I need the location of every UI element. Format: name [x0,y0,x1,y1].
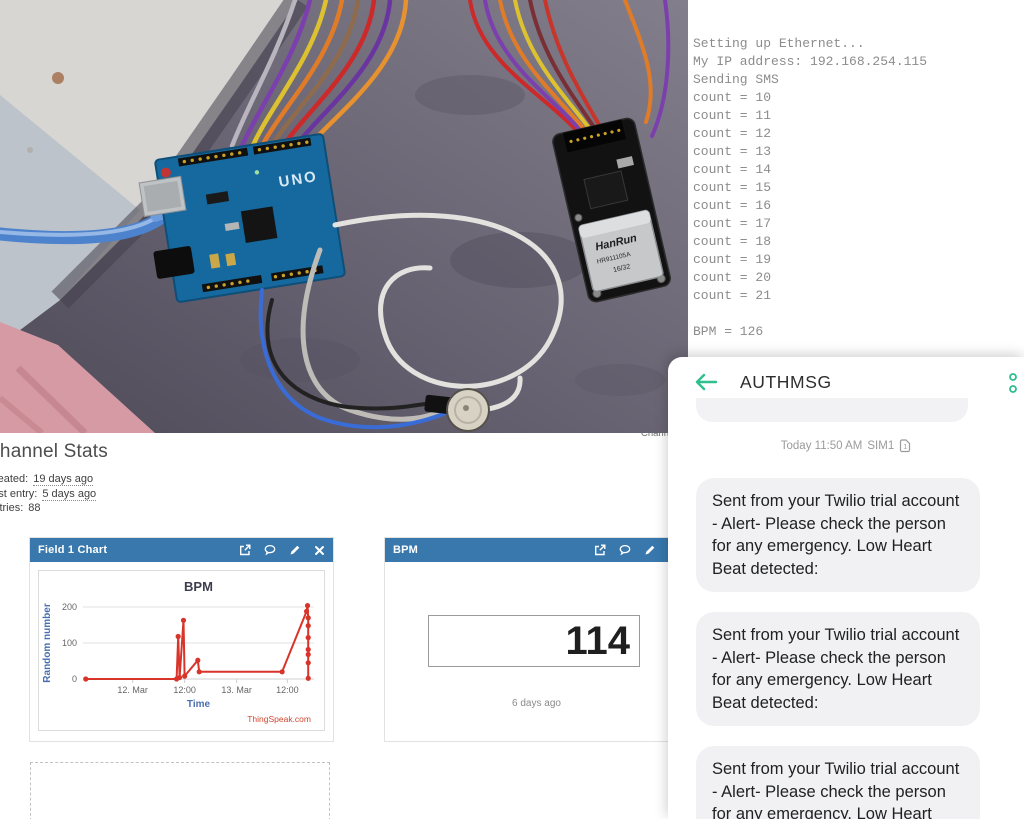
widget-header: Field 1 Chart [30,538,333,562]
stat-value: 19 days ago [33,473,94,486]
channel-stats-section: Channel Stats Created: 19 days agoLast en… [0,441,216,516]
svg-text:100: 100 [62,638,77,648]
board-label: UNO [277,168,319,191]
widget-title: Field 1 Chart [38,544,108,556]
svg-text:1: 1 [903,444,907,451]
svg-text:13. Mar: 13. Mar [221,685,252,695]
channel-stats-list: Created: 19 days agoLast entry: 5 days ago… [0,472,216,516]
open-in-new-icon[interactable] [594,544,606,556]
back-arrow-icon[interactable] [694,373,718,391]
console-line: count = 12 [693,126,772,141]
console-line: count = 11 [693,108,772,123]
svg-text:12:00: 12:00 [276,685,299,695]
bpm-line-chart: 0 100 200 12. Mar 12:00 13. Mar 12:00 BPM Random… [38,570,325,731]
stat-label: Entries: [0,502,24,514]
conversation-title: AUTHMSG [740,371,832,392]
console-line: count = 20 [693,270,772,285]
serial-console[interactable]: Setting up Ethernet... My IP address: 192… [688,0,1024,357]
ethernet-module: HanRun HR911105A 16/32 [552,117,671,303]
widget-title: BPM [393,544,419,556]
empty-widget-placeholder [30,762,330,819]
comment-icon[interactable] [619,544,631,556]
timestamp-label: Today 11:50 AM [780,440,863,452]
svg-text:0: 0 [72,674,77,684]
field1-chart-widget: Field 1 Chart 0 100 200 12. Mar 12:00 13. Mar… [30,538,333,741]
console-line: Setting up Ethernet... [693,36,865,51]
power-jack [153,246,195,279]
stat-label: Last entry: [0,487,38,500]
bpm-age-label: 6 days ago [512,698,561,709]
comment-icon[interactable] [264,544,276,556]
svg-text:12:00: 12:00 [173,685,196,695]
sms-app-panel: AUTHMSG Today 11:50 AM SIM1 1 Sent from … [668,357,1024,819]
console-line: count = 15 [693,180,772,195]
console-line: count = 13 [693,144,772,159]
timestamp-row: Today 11:50 AM SIM1 1 [668,439,1024,453]
sms-message-bubble[interactable]: Sent from your Twilio trial account - Al… [696,612,980,726]
chart-canvas: 0 100 200 12. Mar 12:00 13. Mar 12:00 BPM Random… [42,579,314,724]
partial-message-bubble [696,398,968,422]
console-line: count = 19 [693,252,772,267]
console-line: BPM = 126 [693,324,764,339]
stat-value: 88 [28,502,41,514]
sms-header: AUTHMSG [668,357,1024,407]
console-line [693,341,1024,357]
arduino-hardware-photo: UNO [0,0,688,433]
console-output: Setting up Ethernet... My IP address: 192… [693,35,1024,357]
console-line: count = 10 [693,90,772,105]
svg-text:12. Mar: 12. Mar [117,685,148,695]
widget-toolbar [239,538,325,562]
console-line: count = 17 [693,216,772,231]
sim-card-icon: 1 [900,439,911,453]
console-line: Sending SMS [693,72,779,87]
rj45-jack: HanRun HR911105A 16/32 [578,209,664,293]
edit-pencil-icon[interactable] [289,544,301,556]
channel-stat-row: Last entry: 5 days ago [0,487,216,502]
svg-text:BPM: BPM [184,579,213,594]
channel-stats-title: Channel Stats [0,441,108,462]
svg-text:Time: Time [187,699,211,710]
console-line: count = 14 [693,162,772,177]
stat-value: 5 days ago [42,487,97,501]
open-in-new-icon[interactable] [239,544,251,556]
bpm-value: 114 [428,615,640,667]
ethernet-sub-label: 16/32 [612,263,631,274]
close-icon[interactable] [314,545,325,556]
sim-label: SIM1 [867,440,895,452]
bpm-number-widget: BPM 114 6 days ago [385,538,688,741]
reset-button [160,167,171,178]
console-line [693,305,1024,323]
overflow-menu-icon[interactable] [1008,372,1018,401]
console-line: count = 18 [693,234,772,249]
console-line: count = 16 [693,198,772,213]
svg-text:Random number: Random number [42,603,53,683]
sms-message-bubble[interactable]: Sent from your Twilio trial account - Al… [696,478,980,592]
channel-stat-row: Created: 19 days ago [0,472,216,487]
console-line: count = 21 [693,288,772,303]
stat-label: Created: [0,473,29,485]
pink-cloth [0,322,155,433]
console-line: My IP address: 192.168.254.115 [693,54,928,69]
svg-text:ThingSpeak.com: ThingSpeak.com [247,714,311,724]
channel-caption: Channel 4 [641,428,685,439]
mcu-chip [240,206,278,243]
sms-bubble-list: Sent from your Twilio trial account - Al… [696,478,996,819]
sensor-loop-wires [258,212,564,430]
edit-pencil-icon[interactable] [644,544,656,556]
pulse-sensor [424,388,490,432]
sms-message-bubble[interactable]: Sent from your Twilio trial account - Al… [696,746,980,819]
arduino-uno-board: UNO [138,133,346,303]
channel-stat-row: Entries: 88 [0,501,216,516]
svg-text:200: 200 [62,602,77,612]
widget-header: BPM [385,538,688,562]
